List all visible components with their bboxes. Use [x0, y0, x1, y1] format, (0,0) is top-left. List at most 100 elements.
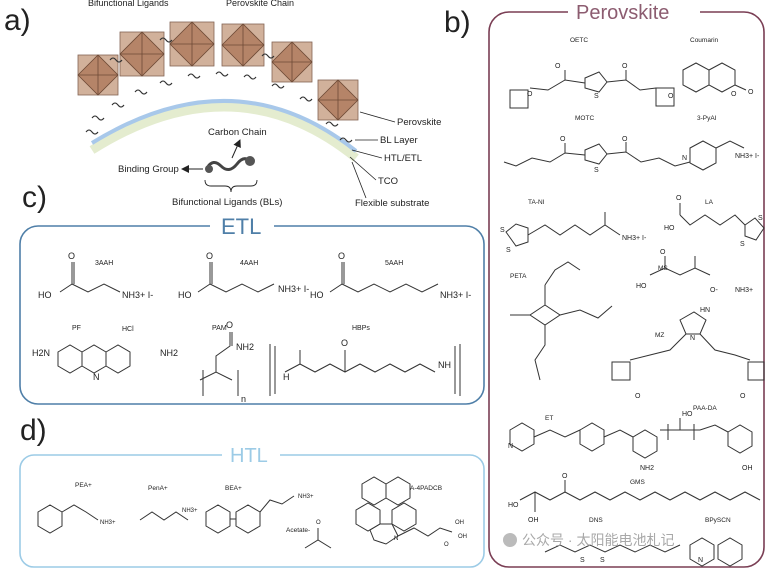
side-label-bl-layer: BL Layer: [380, 135, 418, 146]
perovskite-title: Perovskite: [576, 2, 669, 24]
wechat-icon: [503, 533, 517, 547]
perovskite-structures: [503, 62, 765, 567]
perovskite-name-tani: TA-NI: [528, 199, 545, 206]
perovskite-atom-28: NH2: [640, 465, 654, 472]
perovskite-atom-31: HO: [508, 502, 519, 509]
htl-atom-3: O: [316, 520, 321, 526]
etl-atom-10: NH2: [160, 348, 178, 358]
htl-name-a4padcb: A-4PADCB: [410, 485, 442, 492]
etl-atom-5: NH3+ I-: [278, 284, 309, 294]
perovskite-octahedra: [77, 21, 359, 121]
binding-group-label: Binding Group: [118, 164, 179, 175]
etl-atom-12: O: [226, 320, 233, 330]
etl-title: ETL: [221, 214, 261, 239]
etl-name-hcl: HCl: [122, 326, 134, 333]
htl-atom-0: NH3+: [100, 520, 116, 526]
tco-arc: [90, 99, 358, 153]
etl-atom-9: H2N: [32, 348, 50, 358]
etl-name-4aah: 4AAH: [240, 260, 258, 267]
perovskite-name-et: ET: [545, 415, 553, 422]
etl-atom-2: NH3+ I-: [122, 290, 153, 300]
perovskite-name-coumarin: Coumarin: [690, 37, 719, 44]
etl-structures: [57, 262, 461, 396]
etl-name-pf: PF: [72, 325, 81, 332]
perovskite-atom-14: NH3+ I-: [622, 235, 647, 242]
bl-caption: Bifunctional Ligands (BLs): [172, 197, 282, 208]
perovskite-atom-18: O: [676, 195, 682, 202]
perovskite-atom-9: O: [622, 136, 628, 143]
etl-atom-14: N: [93, 372, 100, 382]
perovskite-name-peta: PETA: [510, 273, 527, 280]
perovskite-atom-10: N: [682, 155, 687, 162]
etl-atom-15: NH: [438, 360, 451, 370]
htl-atom-2: NH3+: [298, 494, 314, 500]
side-label-perovskite: Perovskite: [397, 117, 441, 128]
perovskite-atom-5: O: [731, 91, 737, 98]
etl-name-pam: PAM: [212, 325, 227, 332]
htl-structures: [37, 476, 453, 549]
etl-atom-7: HO: [310, 290, 324, 300]
perovskite-atom-26: O: [740, 393, 746, 400]
htl-atom-6: OH: [458, 534, 467, 540]
perovskite-name-mz: MZ: [655, 332, 664, 339]
perovskite-name-la: LA: [705, 199, 714, 206]
htl-atom-1: NH3+: [182, 508, 198, 514]
side-label-flexible-substrate: Flexible substrate: [355, 198, 429, 209]
panel-c: c) ETL 3AAH 4AAH 5AAH: [19, 181, 485, 405]
etl-atom-3: O: [206, 251, 213, 261]
side-label-tco: TCO: [378, 176, 398, 187]
perovskite-atom-34: S: [580, 557, 585, 564]
etl-atom-16: H: [283, 372, 290, 382]
perovskite-atom-19: HO: [636, 283, 647, 290]
perovskite-name-gms: GMS: [630, 479, 645, 486]
flexible-substrate-arc: [89, 102, 359, 162]
perovskite-atom-24: HN: [700, 307, 710, 314]
perovskite-atom-27: N: [508, 443, 513, 450]
perovskite-atom-3: O: [527, 91, 533, 98]
panel-b: b) Perovskite: [444, 2, 765, 568]
perovskite-name-oetc: OETC: [570, 37, 588, 44]
perovskite-atom-36: N: [698, 557, 703, 564]
etl-atom-11: NH2: [236, 342, 254, 352]
watermark-text: 公众号 · 太阳能电池札记: [522, 532, 674, 548]
etl-atom-17: n: [241, 394, 246, 404]
panel-a: a) Bifunctional Ligands Perovskite Chain: [4, 0, 441, 209]
perovskite-atom-32: OH: [528, 517, 539, 524]
etl-box: [19, 225, 485, 405]
perovskite-atom-1: S: [594, 93, 599, 100]
perovskite-name-3pyai: 3-PyAI: [697, 115, 717, 122]
perovskite-atom-12: S: [500, 227, 505, 234]
perovskite-atom-22: NH3+: [735, 287, 753, 294]
perovskite-atom-35: S: [600, 557, 605, 564]
etl-atom-1: HO: [38, 290, 52, 300]
etl-atom-13: O: [341, 338, 348, 348]
perovskite-atom-17: HO: [664, 225, 675, 232]
perovskite-name-bpyscn: BPySCN: [705, 517, 731, 524]
htl-name-acetate: Acetate-: [286, 527, 310, 534]
perovskite-atom-21: O-: [710, 287, 718, 294]
perovskite-name-paa-da: PAA-DA: [693, 405, 717, 412]
bl-schematic: [181, 139, 258, 193]
panel-a-letter: a): [4, 4, 31, 37]
panel-c-letter: c): [22, 181, 47, 214]
htl-name-bea: BEA+: [225, 485, 242, 492]
perovskite-name-ms: MS: [658, 265, 668, 272]
perovskite-atom-16: S: [758, 215, 763, 222]
panel-d: d) HTL PEA+ PenA+ BEA+: [19, 414, 485, 568]
perovskite-atom-15: S: [740, 241, 745, 248]
htl-box: [19, 454, 485, 568]
side-label-htl-etl: HTL/ETL: [384, 153, 422, 164]
carbon-chain-label: Carbon Chain: [208, 127, 267, 138]
perovskite-atom-2: O: [622, 63, 628, 70]
perovskite-atom-6: O: [748, 89, 754, 96]
perovskite-atom-30: OH: [742, 465, 753, 472]
perovskite-atom-13: S: [506, 247, 511, 254]
top-label-bifunctional-ligands: Bifunctional Ligands: [88, 0, 169, 8]
perovskite-name-dns: DNS: [589, 517, 603, 524]
perovskite-atom-33: O: [562, 473, 568, 480]
perovskite-atom-0: O: [555, 63, 561, 70]
panel-b-letter: b): [444, 6, 471, 39]
panel-d-letter: d): [20, 414, 47, 447]
perovskite-name-motc: MOTC: [575, 115, 594, 122]
